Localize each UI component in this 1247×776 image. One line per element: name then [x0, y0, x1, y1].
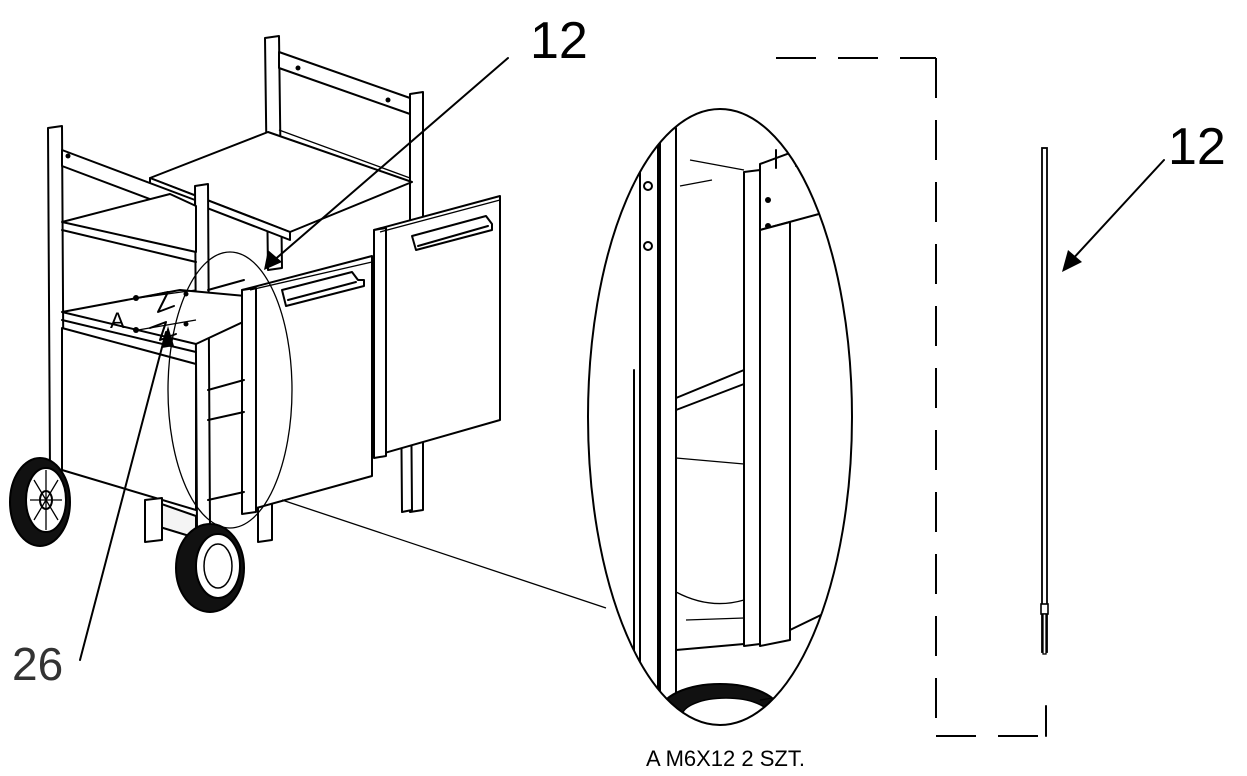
- wheel-front: [175, 523, 245, 613]
- callout-12-side-leader: [1062, 159, 1165, 272]
- detail-marker-ellipse: [167, 251, 293, 529]
- detail-ellipse-outline: [587, 108, 853, 726]
- door-left: [241, 255, 373, 515]
- detail-letter-a: A: [110, 308, 125, 333]
- callout-26: 26: [12, 638, 63, 690]
- cart-assembly: [9, 35, 607, 661]
- screw-caption: A M6X12 2 SZT.: [646, 746, 805, 771]
- dashed-bracket-frame: [776, 57, 1047, 737]
- callout-12-main: 12: [530, 12, 588, 70]
- middle-shelf: [61, 193, 197, 253]
- rod-part: [1040, 147, 1049, 655]
- side-panel: [61, 327, 197, 511]
- detail-leader-line: [281, 499, 607, 609]
- door-right: [373, 195, 501, 459]
- callout-12-side: 12: [1168, 118, 1226, 176]
- callout-12-main-leader: [264, 57, 509, 270]
- detail-view: [587, 108, 853, 726]
- callout-26-leader: [79, 326, 174, 661]
- wheel-rear: [9, 457, 71, 547]
